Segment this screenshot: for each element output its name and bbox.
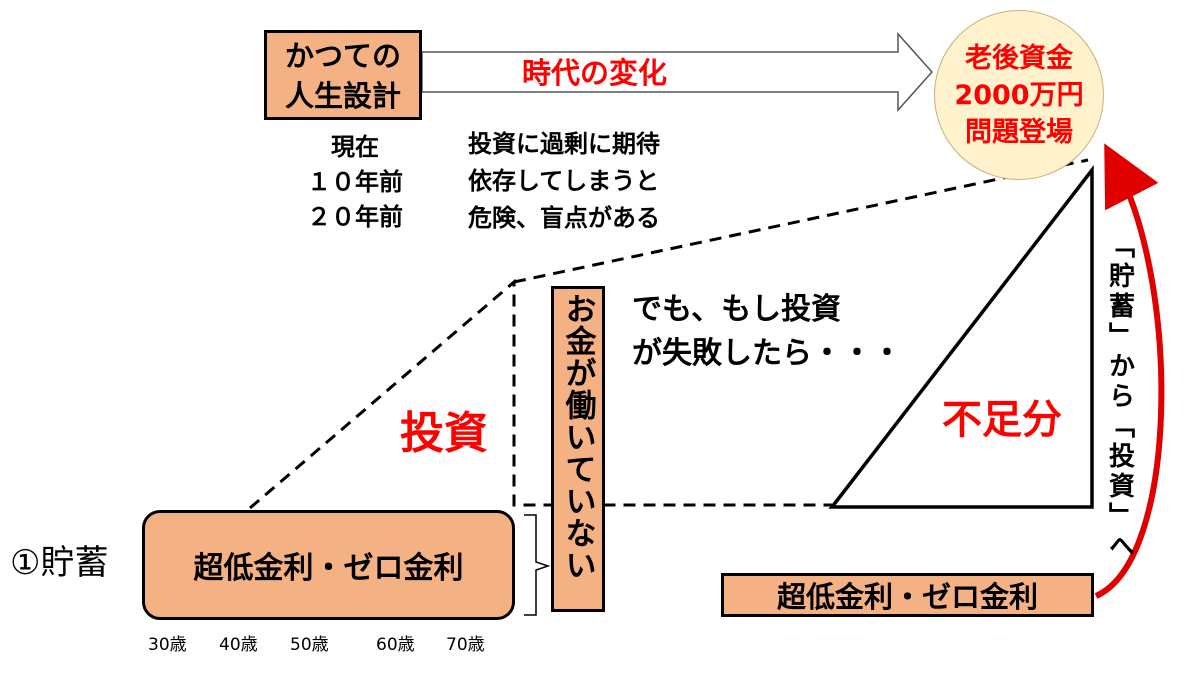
investment-label: 投資: [400, 408, 488, 459]
dashed-line-to-goal: [513, 158, 1089, 284]
era-item: ２０年前: [307, 203, 403, 231]
old-plan-line1: かつての: [284, 39, 401, 73]
age-tick: 60歳: [376, 635, 415, 655]
goal-line3: 問題登場: [965, 116, 1073, 148]
shortfall-triangle: [828, 164, 1094, 509]
goal-line2: 2000万円: [954, 79, 1084, 111]
age-tick: 70歳: [446, 635, 485, 655]
old-life-plan-box: かつての 人生設計: [264, 30, 422, 120]
savings-box: 超低金利・ゼロ金利: [142, 510, 515, 620]
investment-dashed-outline: [249, 278, 832, 510]
caution-line: 投資に過剰に期待: [468, 130, 660, 158]
shift-text: 「貯蓄」から「投資」へ: [1104, 232, 1135, 562]
if-fail-text: でも、もし投資 が失敗したら・・・: [632, 288, 902, 376]
if-fail-line: でも、もし投資: [632, 292, 842, 327]
savings-label: ①貯蓄: [10, 543, 109, 583]
era-item: １０年前: [307, 168, 403, 196]
age-tick: 40歳: [219, 635, 258, 655]
change-label: 時代の変化: [522, 56, 668, 90]
era-item: 現在: [331, 133, 379, 161]
change-arrow: [421, 32, 934, 112]
money-idle-box: お金が働いていない: [551, 286, 605, 612]
bracket: [524, 514, 551, 616]
old-plan-line2: 人生設計: [284, 79, 401, 113]
caution-text: 投資に過剰に期待 依存してしまうと 危険、盲点がある: [468, 126, 660, 237]
shift-red-arrow: [1094, 143, 1165, 599]
if-fail-line: が失敗したら・・・: [632, 336, 902, 371]
goal-line1: 老後資金: [965, 42, 1073, 74]
low-rate-box-right: 超低金利・ゼロ金利: [721, 573, 1094, 617]
age-tick: 50歳: [290, 635, 329, 655]
era-list: 現在 １０年前 ２０年前: [290, 130, 420, 235]
age-tick: 30歳: [148, 635, 187, 655]
age-axis: 30歳 40歳 50歳 60歳 70歳: [0, 630, 600, 655]
caution-line: 危険、盲点がある: [468, 204, 660, 232]
shortfall-label: 不足分: [942, 397, 1062, 443]
retirement-goal-circle: 老後資金 2000万円 問題登場: [934, 10, 1104, 180]
caution-line: 依存してしまうと: [468, 167, 660, 195]
